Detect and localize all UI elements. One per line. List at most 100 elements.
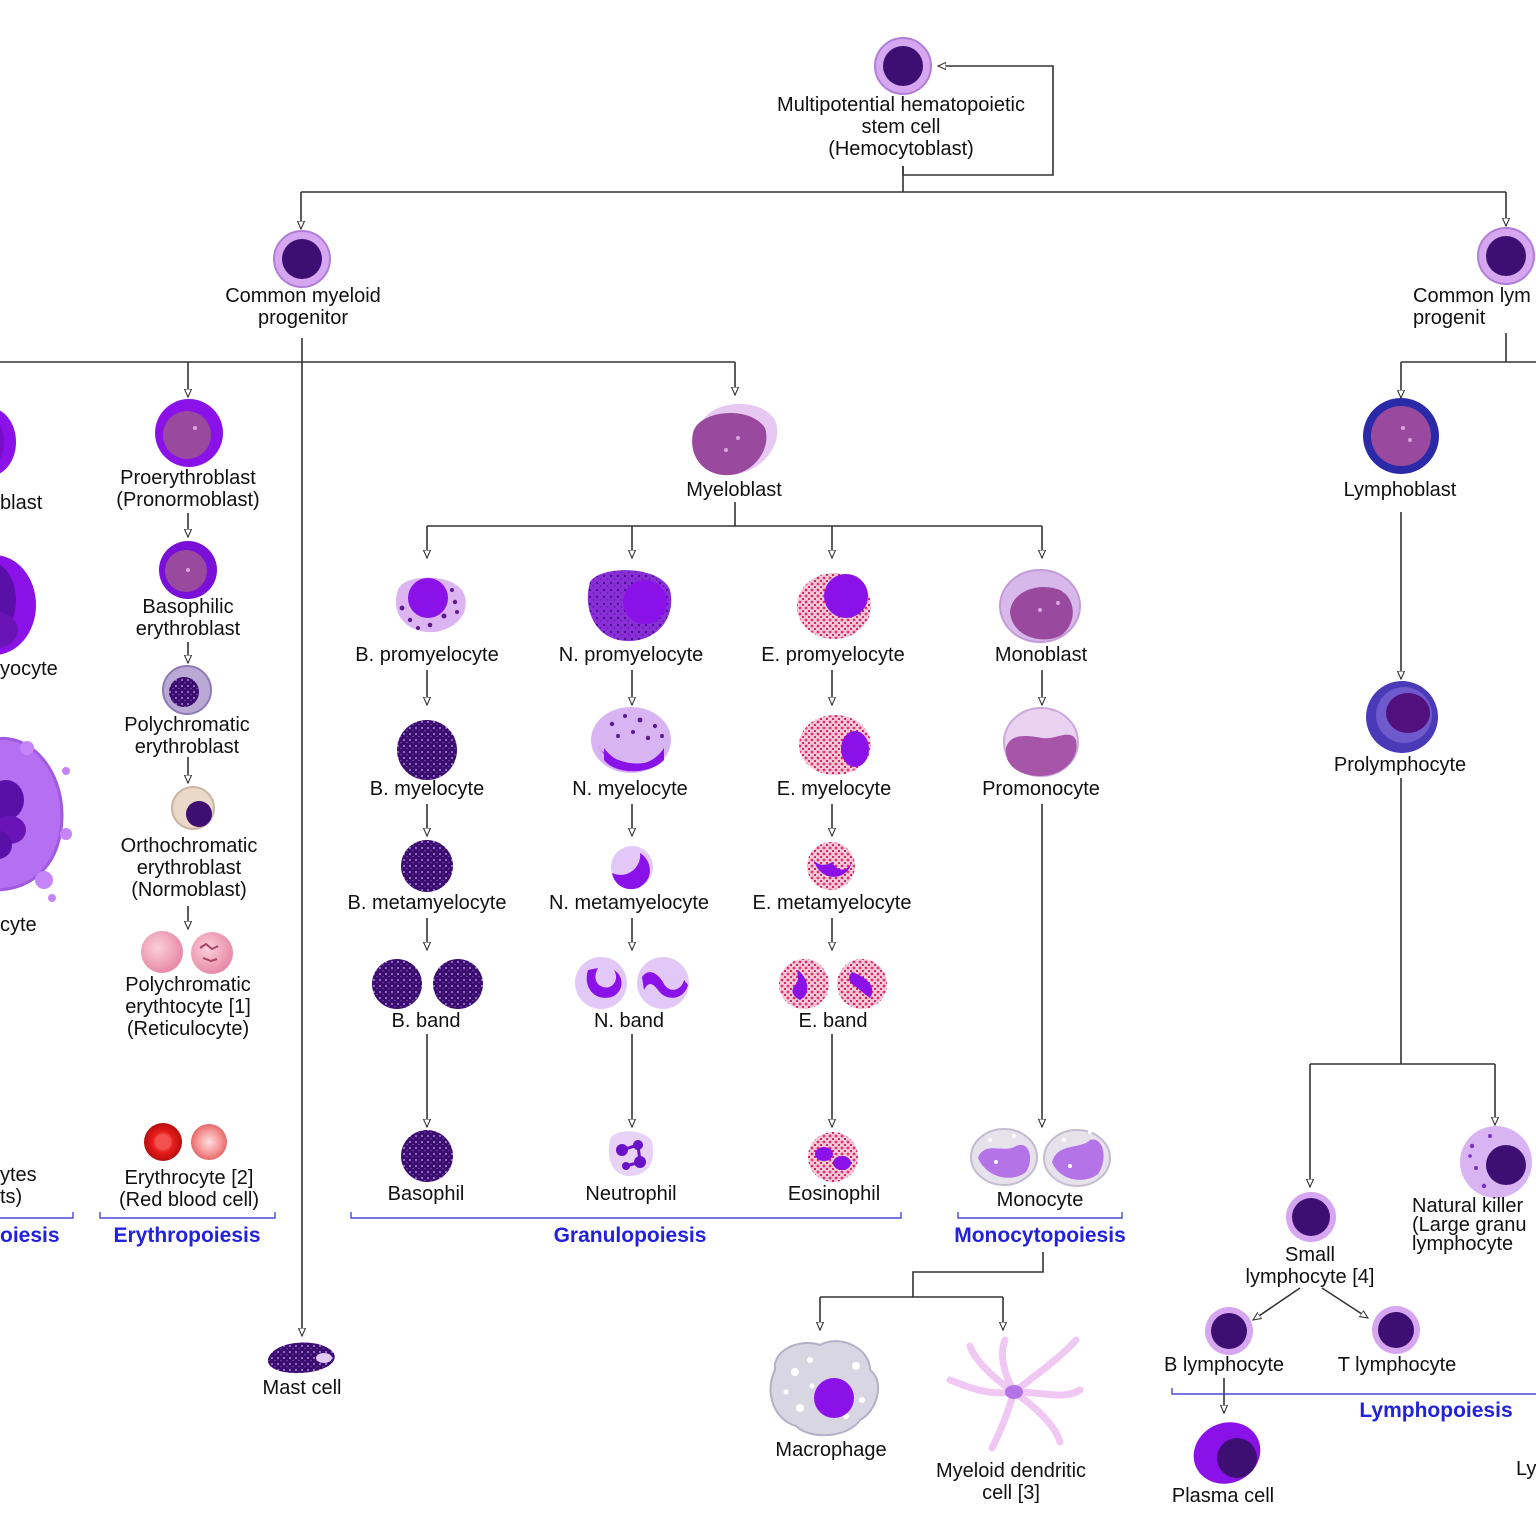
section-bracket	[957, 1212, 1123, 1219]
polychromatic-erythroblast-cell	[162, 665, 212, 715]
common-myeloid-progenitor-cell	[273, 230, 331, 288]
connector-lines	[0, 66, 1536, 1413]
monocyte-cells	[970, 1128, 1111, 1187]
b-metamyelocyte-label: B. metamyelocyte	[347, 892, 507, 914]
eosinophil-label: Eosinophil	[787, 1183, 881, 1205]
thrombocyte-parent-label: cyte	[0, 914, 37, 936]
b-band-cells	[372, 959, 483, 1009]
mast-cell	[267, 1342, 335, 1374]
megakaryoblast-cell	[0, 410, 16, 474]
n-band-cells	[575, 957, 689, 1009]
b-lymphocyte-cell	[1205, 1307, 1253, 1355]
cmp-label: Common myeloid progenitor	[225, 285, 381, 329]
promonocyte-cell	[1003, 707, 1079, 777]
myeloblast-cell	[692, 403, 778, 476]
e-metamyelocyte-cell	[807, 842, 855, 890]
promonocyte-label: Promonocyte	[982, 778, 1100, 800]
b-promyelocyte-label: B. promyelocyte	[355, 644, 499, 666]
prolymphocyte-label: Prolymphocyte	[1333, 754, 1467, 776]
macrophage-cell	[769, 1340, 880, 1437]
basophil-label: Basophil	[387, 1183, 465, 1205]
nk-cell-label: Natural killer (Large granu lymphocyte	[1412, 1195, 1527, 1255]
orthochromatic-erythroblast-cell	[171, 786, 215, 830]
section-bracket	[99, 1212, 276, 1219]
eosinophil-cell	[808, 1132, 858, 1182]
n-myelocyte-cell	[591, 707, 671, 773]
mast-cell-label: Mast cell	[262, 1377, 342, 1399]
n-metamyelocyte-label: N. metamyelocyte	[548, 892, 710, 914]
thrombocytes-label: ytes ts)	[0, 1164, 37, 1208]
hemocytoblast-cell	[874, 37, 932, 95]
macrophage-label: Macrophage	[775, 1439, 887, 1461]
monoblast-label: Monoblast	[994, 644, 1088, 666]
section-bracket	[1171, 1388, 1536, 1395]
e-band-label: E. band	[798, 1010, 868, 1032]
n-metamyelocyte-cell	[611, 846, 653, 890]
erythrocyte-label: Erythrocyte [2] (Red blood cell)	[118, 1167, 260, 1211]
e-myelocyte-label: E. myelocyte	[776, 778, 892, 800]
neutrophil-label: Neutrophil	[585, 1183, 677, 1205]
n-promyelocyte-cell	[587, 570, 672, 642]
connector-line	[1253, 1287, 1301, 1320]
proerythroblast-label: Proerythroblast (Pronormoblast)	[116, 467, 260, 511]
t-lymphocyte-cell	[1372, 1306, 1420, 1354]
basophilic-erythroblast-cell	[159, 541, 217, 599]
small-lymphocyte-label: Small lymphocyte [4]	[1245, 1244, 1375, 1288]
prolymphocyte-cell	[1366, 681, 1438, 753]
lymphoblast-label: Lymphoblast	[1343, 479, 1457, 501]
lymphopoiesis-title: Lymphopoiesis	[1359, 1399, 1513, 1422]
b-myelocyte-label: B. myelocyte	[369, 778, 485, 800]
promegakaryocyte-cell	[0, 555, 36, 655]
section-bracket	[350, 1212, 902, 1219]
thrombopoiesis-title: oiesis	[0, 1224, 60, 1247]
e-band-cells	[779, 959, 887, 1009]
megakaryocyte-cell	[0, 737, 72, 902]
neutrophil-cell	[608, 1131, 654, 1176]
monocyte-label: Monocyte	[996, 1189, 1084, 1211]
erythrocyte-cells	[144, 1123, 227, 1161]
t-lymphocyte-label: T lymphocyte	[1337, 1354, 1457, 1376]
e-promyelocyte-label: E. promyelocyte	[761, 644, 905, 666]
ly-cut-label: Ly	[1516, 1458, 1536, 1480]
b-band-label: B. band	[391, 1010, 461, 1032]
b-lymphocyte-label: B lymphocyte	[1163, 1354, 1285, 1376]
erythropoiesis-title: Erythropoiesis	[113, 1224, 261, 1247]
n-myelocyte-label: N. myelocyte	[572, 778, 688, 800]
dendritic-label: Myeloid dendritic cell [3]	[935, 1460, 1087, 1504]
basophilic-erythroblast-label: Basophilic erythroblast	[135, 596, 241, 640]
small-lymphocyte-cell	[1286, 1192, 1336, 1242]
b-promyelocyte-cell	[395, 577, 466, 633]
reticulocyte-cells	[141, 931, 233, 974]
megakaryocyte-label: yocyte	[0, 658, 58, 680]
e-myelocyte-cell	[799, 715, 871, 775]
monoblast-cell	[999, 569, 1081, 643]
clp-label: Common lym progenit	[1413, 285, 1531, 329]
connector-line	[1321, 1287, 1368, 1318]
reticulocyte-label: Polychromatic erythtocyte [1] (Reticuloc…	[125, 974, 251, 1040]
granulopoiesis-title: Granulopoiesis	[553, 1224, 707, 1247]
myeloid-dendritic-cell	[946, 1336, 1084, 1452]
n-band-label: N. band	[593, 1010, 665, 1032]
n-promyelocyte-label: N. promyelocyte	[558, 644, 704, 666]
megakaryoblast-label: blast	[0, 492, 43, 514]
plasma-cell	[1193, 1422, 1261, 1484]
hsc-label: Multipotential hematopoietic stem cell (…	[777, 94, 1025, 160]
myeloblast-label: Myeloblast	[686, 479, 782, 501]
section-bracket	[0, 1212, 74, 1219]
nk-cell	[1460, 1126, 1532, 1198]
connector-line	[912, 1252, 1044, 1297]
lymphoblast-cell	[1363, 398, 1439, 474]
polychromatic-erythroblast-label: Polychromatic erythroblast	[124, 714, 250, 758]
e-promyelocyte-cell	[797, 573, 871, 639]
orthochromatic-erythroblast-label: Orthochromatic erythroblast (Normoblast)	[120, 835, 258, 901]
e-metamyelocyte-label: E. metamyelocyte	[752, 892, 912, 914]
monocytopoiesis-title: Monocytopoiesis	[954, 1224, 1126, 1247]
b-myelocyte-cell	[397, 720, 457, 780]
basophil-cell	[401, 1130, 453, 1182]
common-lymphoid-progenitor-cell	[1477, 227, 1535, 285]
section-brackets	[0, 1212, 1536, 1395]
b-metamyelocyte-cell	[401, 840, 453, 892]
proerythroblast-cell	[155, 399, 223, 467]
plasma-cell-label: Plasma cell	[1171, 1485, 1275, 1507]
